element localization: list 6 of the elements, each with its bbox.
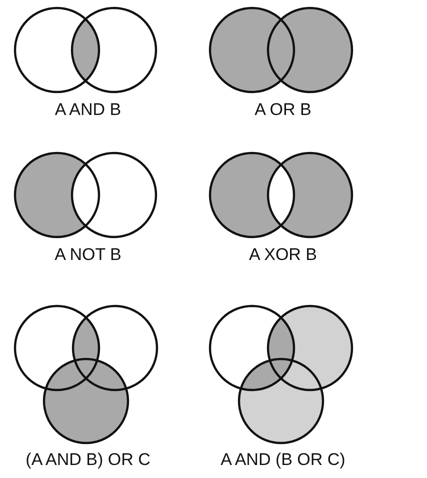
set-caption: A AND B bbox=[54, 100, 122, 120]
set-caption: (A AND B) OR C bbox=[26, 450, 150, 470]
set-caption: A AND (B OR C) bbox=[220, 450, 346, 470]
set-caption: A OR B bbox=[254, 100, 312, 120]
set-caption: A XOR B bbox=[248, 245, 318, 265]
set-caption: A NOT B bbox=[54, 245, 122, 265]
